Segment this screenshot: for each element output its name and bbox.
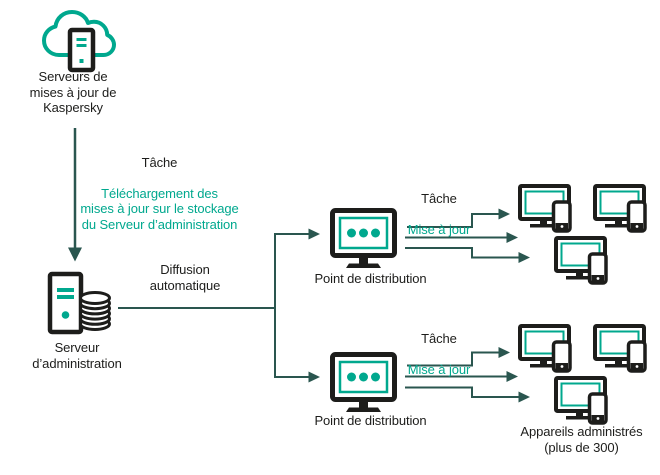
task-update-block-2: Tâche Mise à jour <box>383 315 495 393</box>
cloud-server-icon <box>42 10 116 73</box>
task-update-block-1: Tâche Mise à jour <box>383 175 495 253</box>
desktop-with-phone-icon <box>518 184 572 233</box>
task-update-title-1: Tâche <box>421 190 457 206</box>
arrow-update-1c <box>405 247 530 263</box>
task-download-title: Tâche <box>141 154 178 170</box>
diffusion-label: Diffusion automatique <box>149 262 221 293</box>
task-update-desc-1: Mise à jour <box>407 221 471 237</box>
arrow-update-2c <box>405 386 530 403</box>
distribution-point-1-label: Point de distribution <box>314 271 427 286</box>
distribution-point-2-label: Point de distribution <box>314 413 427 428</box>
task-update-title-2: Tâche <box>421 330 457 346</box>
monitor-dots-icon <box>330 352 397 412</box>
desktop-with-phone-icon <box>554 236 608 285</box>
task-download-desc: Téléchargement des mises à jour sur le s… <box>80 185 239 232</box>
desktop-with-phone-icon <box>518 324 572 373</box>
database-disks <box>79 291 111 331</box>
kaspersky-servers-label: Serveurs de mises à jour de Kaspersky <box>29 69 117 115</box>
task-download-block: Tâche Téléchargement des mises à jour su… <box>52 139 267 248</box>
desktop-with-phone-icon <box>554 376 608 425</box>
arrow-update-2a <box>407 347 510 367</box>
monitor-dots-icon <box>330 208 397 268</box>
admin-server-label: Serveur d’administration <box>32 340 122 371</box>
desktop-with-phone-icon <box>593 324 647 373</box>
arrow-update-1a <box>407 208 510 228</box>
desktop-with-phone-icon <box>593 184 647 233</box>
task-update-desc-2: Mise à jour <box>407 361 471 377</box>
managed-devices-label: Appareils administrés (plus de 300) <box>520 424 643 455</box>
server-database-icon <box>47 271 111 335</box>
